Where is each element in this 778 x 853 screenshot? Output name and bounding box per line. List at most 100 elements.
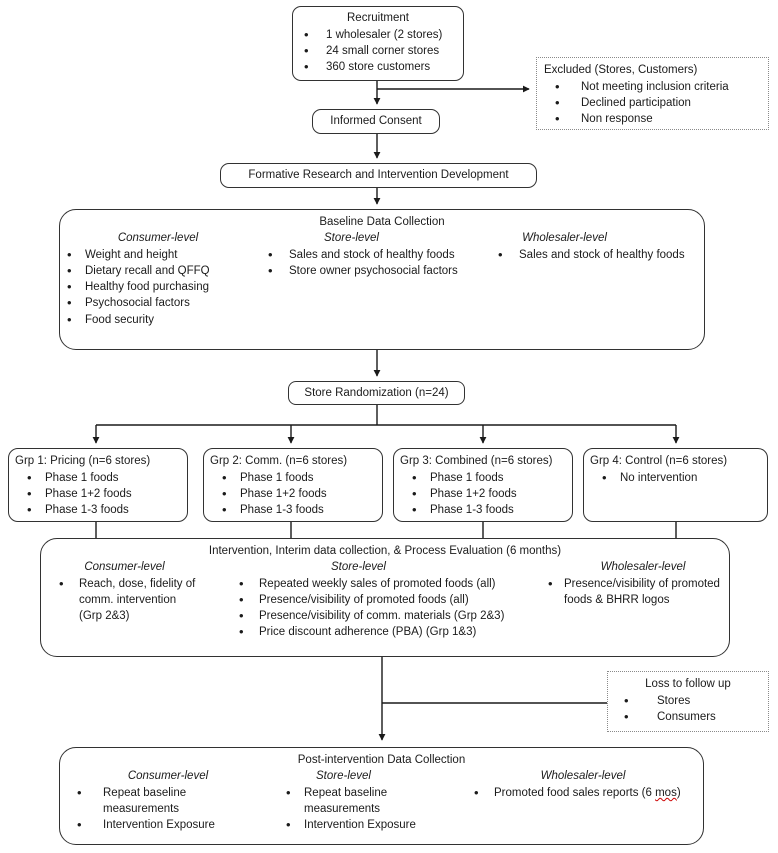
baseline-column-store: Store-level Sales and stock of healthy f… xyxy=(256,230,481,328)
list-item: Phase 1-3 foods xyxy=(210,501,382,519)
group-3-list: Phase 1 foods Phase 1+2 foods Phase 1-3 … xyxy=(400,469,572,519)
baseline-column-wholesaler: Wholesaler-level Sales and stock of heal… xyxy=(481,230,706,328)
column-header: Consumer-level xyxy=(84,561,165,574)
list-item: Consumers xyxy=(608,708,768,726)
group-1-list: Phase 1 foods Phase 1+2 foods Phase 1-3 … xyxy=(15,469,187,519)
post-column-consumer: Consumer-level Repeat baseline measureme… xyxy=(60,768,276,835)
list-item: Promoted food sales reports (6 mos) xyxy=(461,784,705,802)
list-item: Stores xyxy=(608,692,768,710)
list-item: Presence/visibility of promoted foods (a… xyxy=(236,591,521,609)
list-item: Reach, dose, fidelity of comm. intervent… xyxy=(41,575,201,624)
column-header: Store-level xyxy=(324,232,379,245)
list-item: Repeat baseline measurements xyxy=(276,784,424,817)
column-header: Wholesaler-level xyxy=(540,770,626,783)
post-intervention-title: Post-intervention Data Collection xyxy=(297,754,466,766)
intervention-consumer-list: Reach, dose, fidelity of comm. intervent… xyxy=(41,575,236,624)
intervention-column-wholesaler: Wholesaler-level Presence/visibility of … xyxy=(521,559,731,640)
list-item: Repeated weekly sales of promoted foods … xyxy=(236,575,521,593)
column-header: Consumer-level xyxy=(127,770,209,783)
list-item: Phase 1-3 foods xyxy=(400,501,572,519)
list-item: Phase 1+2 foods xyxy=(210,485,382,503)
informed-consent-box: Informed Consent xyxy=(312,109,440,134)
post-column-wholesaler: Wholesaler-level Promoted food sales rep… xyxy=(461,768,705,833)
list-item: Phase 1-3 foods xyxy=(15,501,187,519)
intervention-column-consumer: Consumer-level Reach, dose, fidelity of … xyxy=(41,559,236,640)
list-item: Phase 1 foods xyxy=(210,469,382,487)
list-item: No intervention xyxy=(590,469,767,487)
list-item: Price discount adherence (PBA) (Grp 1&3) xyxy=(236,623,521,641)
list-item: Not meeting inclusion criteria xyxy=(544,78,762,96)
intervention-store-list: Repeated weekly sales of promoted foods … xyxy=(236,575,521,642)
column-header: Store-level xyxy=(331,561,386,574)
baseline-store-list: Sales and stock of healthy foods Store o… xyxy=(256,246,481,280)
column-header: Wholesaler-level xyxy=(600,561,686,574)
group-title: Grp 2: Comm. (n=6 stores) xyxy=(210,455,348,467)
baseline-wholesaler-list: Sales and stock of healthy foods xyxy=(481,246,706,264)
list-item: Dietary recall and QFFQ xyxy=(60,262,256,280)
list-item: Non response xyxy=(544,110,762,128)
baseline-data-collection-box: Baseline Data Collection Consumer-level … xyxy=(59,209,705,350)
excluded-list: Not meeting inclusion criteria Declined … xyxy=(544,78,762,128)
list-item: Weight and height xyxy=(60,246,256,264)
list-item: Repeat baseline measurements xyxy=(60,784,225,817)
post-store-list: Repeat baseline measurements Interventio… xyxy=(276,784,461,834)
list-item: Declined participation xyxy=(544,94,762,112)
column-header: Wholesaler-level xyxy=(522,232,607,245)
baseline-consumer-list: Weight and height Dietary recall and QFF… xyxy=(60,246,256,329)
post-intervention-box: Post-intervention Data Collection Consum… xyxy=(59,747,704,845)
store-randomization-label: Store Randomization (n=24) xyxy=(304,386,449,399)
intervention-wholesaler-list: Presence/visibility of promoted foods & … xyxy=(521,575,731,608)
list-item: Psychosocial factors xyxy=(60,294,256,312)
post-wholesaler-list: Promoted food sales reports (6 mos) xyxy=(461,784,705,802)
excluded-title: Excluded (Stores, Customers) xyxy=(544,64,698,76)
formative-research-box: Formative Research and Intervention Deve… xyxy=(220,163,537,188)
post-consumer-list: Repeat baseline measurements Interventio… xyxy=(60,784,276,834)
post-column-store: Store-level Repeat baseline measurements… xyxy=(276,768,461,835)
list-item: Food security xyxy=(60,311,256,329)
list-item: Intervention Exposure xyxy=(60,816,225,834)
list-item: 360 store customers xyxy=(293,58,463,76)
recruitment-list: 1 wholesaler (2 stores) 24 small corner … xyxy=(293,26,463,76)
list-item: 1 wholesaler (2 stores) xyxy=(293,26,463,44)
group-2-comm-box: Grp 2: Comm. (n=6 stores) Phase 1 foods … xyxy=(203,448,383,522)
intervention-box: Intervention, Interim data collection, &… xyxy=(40,538,730,657)
list-item: Sales and stock of healthy foods xyxy=(256,246,481,264)
list-item: Phase 1+2 foods xyxy=(400,485,572,503)
list-item: Presence/visibility of promoted foods & … xyxy=(521,575,728,608)
formative-research-label: Formative Research and Intervention Deve… xyxy=(248,169,509,182)
list-item: Store owner psychosocial factors xyxy=(256,262,481,280)
informed-consent-label: Informed Consent xyxy=(330,115,422,128)
excluded-box: Excluded (Stores, Customers) Not meeting… xyxy=(536,57,769,130)
list-item: Sales and stock of healthy foods xyxy=(481,246,706,264)
group-title: Grp 3: Combined (n=6 stores) xyxy=(400,455,553,467)
group-4-list: No intervention xyxy=(590,469,767,487)
store-randomization-box: Store Randomization (n=24) xyxy=(288,381,465,405)
column-header: Consumer-level xyxy=(117,232,199,245)
group-1-pricing-box: Grp 1: Pricing (n=6 stores) Phase 1 food… xyxy=(8,448,188,522)
intervention-column-store: Store-level Repeated weekly sales of pro… xyxy=(236,559,521,642)
recruitment-title: Recruitment xyxy=(347,12,409,24)
list-item: Presence/visibility of comm. materials (… xyxy=(236,607,521,625)
list-item: Phase 1 foods xyxy=(400,469,572,487)
loss-list: Stores Consumers xyxy=(608,692,768,726)
list-item: Intervention Exposure xyxy=(276,816,424,834)
intervention-title: Intervention, Interim data collection, &… xyxy=(208,545,562,557)
list-item-text: ) xyxy=(676,787,681,800)
list-item: Phase 1 foods xyxy=(15,469,187,487)
list-item-text: Promoted food sales reports (6 xyxy=(494,787,656,800)
baseline-title: Baseline Data Collection xyxy=(319,216,445,228)
list-item: 24 small corner stores xyxy=(293,42,463,60)
list-item: Healthy food purchasing xyxy=(60,278,256,296)
loss-title: Loss to follow up xyxy=(645,678,731,690)
column-header: Store-level xyxy=(316,770,371,783)
group-title: Grp 1: Pricing (n=6 stores) xyxy=(15,455,151,467)
spellcheck-flagged-word: mos xyxy=(655,787,677,800)
loss-to-follow-up-box: Loss to follow up Stores Consumers xyxy=(607,671,769,732)
group-3-combined-box: Grp 3: Combined (n=6 stores) Phase 1 foo… xyxy=(393,448,573,522)
group-title: Grp 4: Control (n=6 stores) xyxy=(590,455,728,467)
group-2-list: Phase 1 foods Phase 1+2 foods Phase 1-3 … xyxy=(210,469,382,519)
list-item: Phase 1+2 foods xyxy=(15,485,187,503)
group-4-control-box: Grp 4: Control (n=6 stores) No intervent… xyxy=(583,448,768,522)
